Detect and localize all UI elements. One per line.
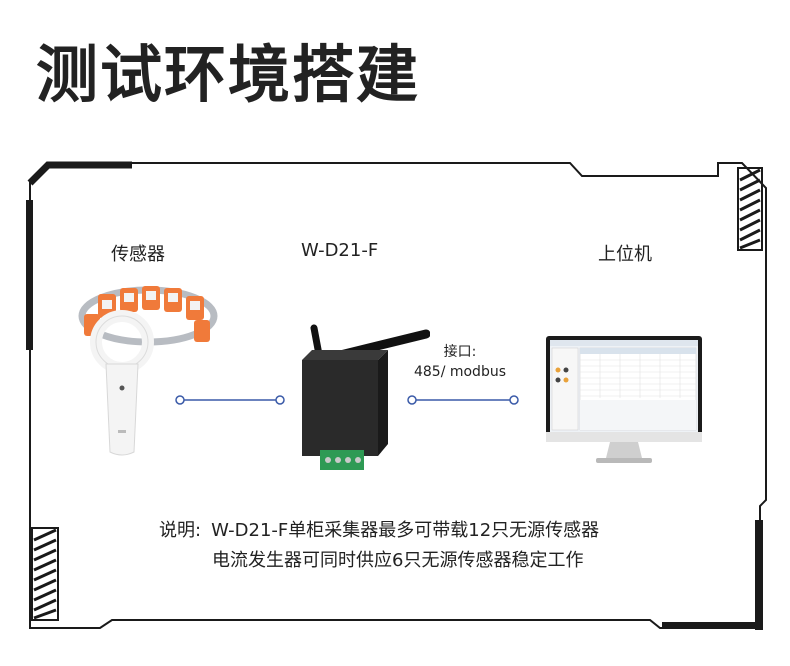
note-line2: 电流发生器可同时供应6只无源传感器稳定工作 xyxy=(212,550,584,571)
note-text-1: W-D21-F单柜采集器最多可带载12只无源传感器 xyxy=(211,520,600,541)
connector-sensor-collector xyxy=(175,395,285,405)
note-prefix: 说明: xyxy=(159,520,202,541)
collector-device-icon xyxy=(302,324,430,470)
collector-label: W-D21-F xyxy=(301,240,379,261)
page-title: 测试环境搭建 xyxy=(36,38,421,111)
monitor-computer-icon xyxy=(546,336,702,463)
sensor-label: 传感器 xyxy=(111,244,165,265)
connector-collector-host xyxy=(407,395,519,405)
interface-label: 接口: 485/ modbus xyxy=(400,342,520,382)
hatch-bottom-left xyxy=(31,527,59,621)
wireless-current-sensor-icon xyxy=(78,286,218,456)
hatch-top-right xyxy=(737,167,763,251)
host-label: 上位机 xyxy=(598,244,652,265)
interface-line1: 接口: xyxy=(443,344,477,360)
note-line1: 说明: W-D21-F单柜采集器最多可带载12只无源传感器 xyxy=(159,516,599,542)
interface-line2: 485/ modbus xyxy=(413,364,507,380)
